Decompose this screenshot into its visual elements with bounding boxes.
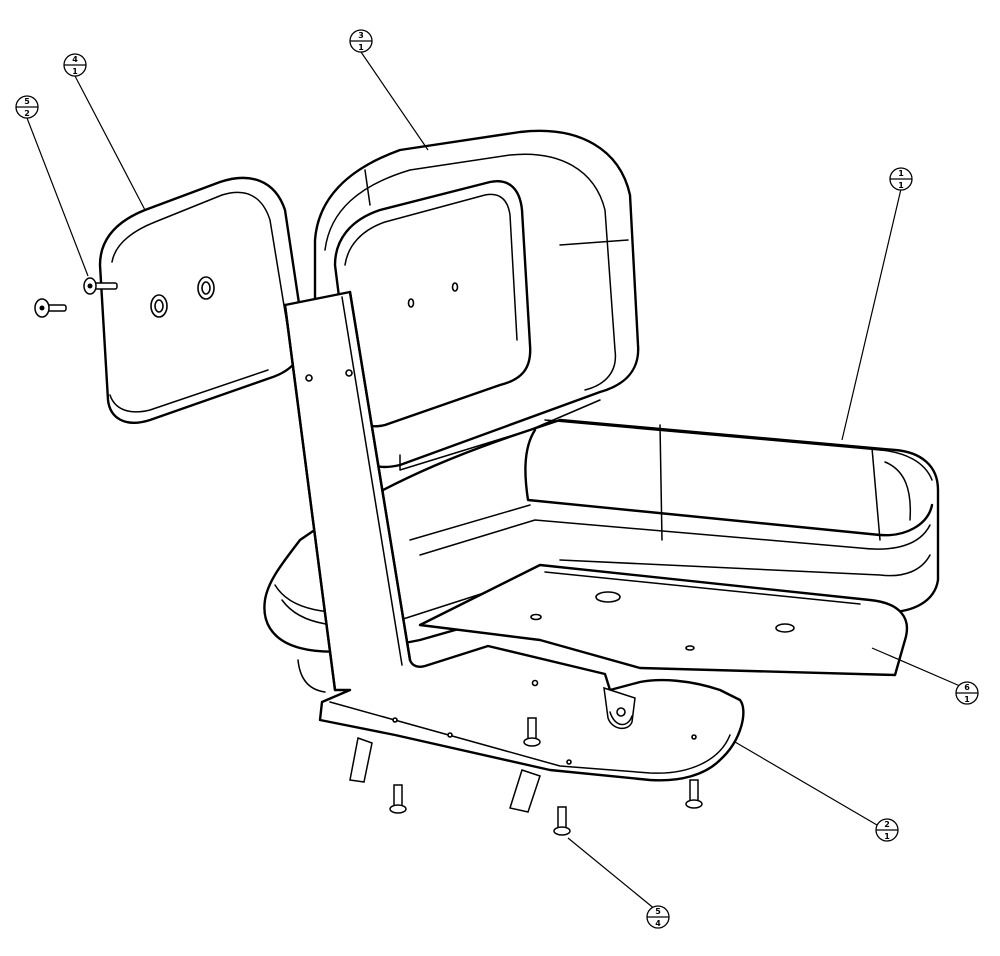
screw-base-c <box>685 779 703 809</box>
svg-text:1: 1 <box>964 695 970 704</box>
balloon-1-1: 1 1 <box>889 167 913 191</box>
balloon-5-4: 5 4 <box>646 905 670 929</box>
svg-text:1: 1 <box>898 181 904 190</box>
rail-parts <box>349 736 541 813</box>
screw-base-a <box>523 717 541 747</box>
screw-headrest-upper <box>83 277 118 295</box>
svg-text:4: 4 <box>655 919 661 928</box>
svg-text:5: 5 <box>655 907 661 916</box>
svg-text:1: 1 <box>898 169 904 178</box>
screw-base-d <box>553 806 571 836</box>
base-plate-part <box>418 563 909 677</box>
headrest-panel-part <box>98 176 305 424</box>
svg-text:1: 1 <box>884 832 890 841</box>
leader-lines <box>26 51 961 911</box>
screw-parts <box>34 277 703 836</box>
seat-bracket-part <box>283 290 745 782</box>
svg-text:3: 3 <box>358 31 364 40</box>
svg-text:1: 1 <box>72 67 78 76</box>
balloon-4-1: 4 1 <box>63 53 87 77</box>
svg-text:1: 1 <box>358 43 364 52</box>
svg-text:6: 6 <box>964 683 970 692</box>
svg-text:2: 2 <box>24 109 30 118</box>
balloon-3-1: 3 1 <box>349 29 373 53</box>
screw-headrest-lower <box>34 298 67 318</box>
screw-base-b <box>389 784 407 814</box>
svg-text:2: 2 <box>884 820 890 829</box>
svg-text:5: 5 <box>24 97 30 106</box>
balloon-5-2: 5 2 <box>15 95 39 119</box>
svg-text:4: 4 <box>72 55 78 64</box>
balloon-2-1: 2 1 <box>875 818 899 842</box>
balloon-6-1: 6 1 <box>955 681 979 705</box>
